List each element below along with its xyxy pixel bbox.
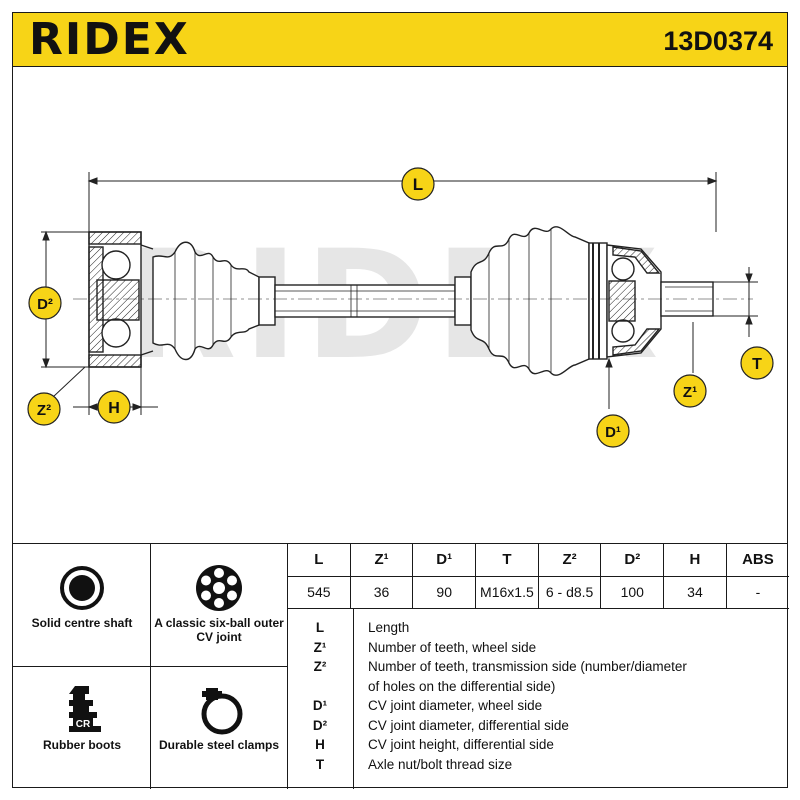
divider	[287, 544, 288, 789]
legend-item: Z² Number of teeth, transmission side (n…	[287, 657, 789, 677]
six-ball-cv-joint-icon	[196, 565, 242, 611]
legend-item: Z¹ Number of teeth, wheel side	[287, 638, 789, 658]
d2-dimension	[41, 230, 91, 369]
spec-value-cell: 100	[600, 575, 665, 609]
rubber-boot-icon: CR	[69, 686, 101, 732]
label-badge-H: H	[97, 390, 131, 424]
legend-item: D¹ CV joint diameter, wheel side	[287, 696, 789, 716]
feature-label: Solid centre shaft	[31, 616, 133, 630]
legend-description: Number of teeth, transmission side (numb…	[368, 659, 687, 674]
outer-boot	[454, 226, 608, 376]
brand-logo: RIDEX	[29, 14, 190, 65]
spec-value-cell: -	[725, 575, 789, 609]
spec-value-cell: 545	[287, 575, 351, 609]
spec-value-cell: 36	[349, 575, 414, 609]
label-badge-D2: D²	[28, 286, 62, 320]
label-badge-Z2: Z²	[27, 392, 61, 426]
outer-cv-joint	[606, 244, 714, 358]
spec-header-cell: ABS	[725, 544, 789, 577]
t-dimension	[713, 267, 758, 337]
spec-header-cell: L	[287, 544, 351, 577]
feature-label: Durable steel clamps	[158, 738, 280, 752]
feature-rubber-boots: CR Rubber boots	[13, 666, 151, 788]
feature-six-ball-joint: A classic six-ball outer CV joint	[150, 544, 288, 666]
divider	[13, 666, 287, 667]
legend-item: L Length	[287, 618, 789, 638]
label-L: L	[413, 175, 423, 194]
legend-symbol: H	[315, 737, 325, 752]
spec-header-cell: Z²	[537, 544, 602, 577]
steel-clamp-icon	[201, 688, 243, 735]
z1-d1-leaders	[605, 322, 694, 409]
spec-header-cell: D¹	[412, 544, 477, 577]
spec-value-cell: 34	[663, 575, 727, 609]
legend-symbol: Z¹	[313, 639, 327, 655]
label-badge-Z1: Z¹	[673, 374, 707, 408]
part-number: 13D0374	[663, 26, 773, 56]
legend-description: CV joint diameter, wheel side	[368, 698, 543, 713]
solid-shaft-icon	[60, 566, 104, 610]
label-T: T	[752, 356, 762, 373]
label-D1: D¹	[605, 424, 621, 441]
label-badge-L: L	[401, 167, 435, 201]
spec-header-cell: H	[663, 544, 727, 577]
spec-table: L Z¹ D¹ T Z² D² H ABS 545 36 90 M16x1.5 …	[287, 544, 789, 609]
legend-symbol: T	[315, 756, 325, 772]
spec-header-cell: T	[475, 544, 539, 577]
legend-symbol: Z²	[313, 659, 327, 674]
drive-shaft-drawing: RIDEX	[27, 167, 774, 448]
spec-value-cell: 90	[412, 575, 477, 609]
spec-header-cell: Z¹	[349, 544, 414, 577]
label-H: H	[108, 400, 120, 417]
legend-description: Axle nut/bolt thread size	[368, 756, 513, 772]
info-panel: Solid centre shaft A classic six-ball ou…	[12, 543, 789, 789]
spec-value-cell: M16x1.5	[475, 575, 539, 609]
header-bar: RIDEX 13D0374	[12, 12, 788, 67]
label-badge-T: T	[740, 346, 774, 380]
legend-symbol: L	[315, 620, 325, 635]
feature-label: A classic six-ball outer CV joint	[154, 616, 284, 644]
drive-shaft-diagram: RIDEX	[12, 67, 788, 543]
inner-boot	[152, 241, 276, 361]
spec-header-row: L Z¹ D¹ T Z² D² H ABS	[287, 544, 789, 577]
legend: L Length Z¹ Number of teeth, wheel side …	[287, 608, 789, 789]
legend-divider	[353, 608, 354, 789]
legend-item: D² CV joint diameter, differential side	[287, 716, 789, 736]
legend-description: CV joint diameter, differential side	[368, 717, 569, 733]
legend-description: CV joint height, differential side	[368, 737, 554, 752]
legend-item: H CV joint height, differential side	[287, 735, 789, 755]
feature-steel-clamps: Durable steel clamps	[150, 666, 288, 788]
legend-description: Length	[368, 620, 410, 635]
feature-label: Rubber boots	[43, 738, 121, 752]
legend-description: of holes on the differential side)	[368, 678, 556, 694]
label-D2: D²	[37, 296, 53, 313]
legend-description: Number of teeth, wheel side	[368, 639, 537, 655]
legend-symbol: D²	[312, 717, 328, 733]
inner-cv-joint	[88, 231, 154, 368]
cr-icon-text: CR	[76, 719, 91, 730]
legend-symbol: D¹	[312, 698, 328, 713]
spec-header-cell: D²	[600, 544, 665, 577]
feature-solid-shaft: Solid centre shaft	[13, 544, 151, 666]
spec-value-cell: 6 - d8.5	[537, 575, 602, 609]
legend-item: of holes on the differential side)	[287, 677, 789, 697]
label-Z1: Z¹	[683, 384, 697, 401]
spec-value-row: 545 36 90 M16x1.5 6 - d8.5 100 34 -	[287, 575, 789, 609]
centre-shaft	[274, 284, 456, 318]
legend-item: T Axle nut/bolt thread size	[287, 755, 789, 775]
label-badge-D1: D¹	[596, 414, 630, 448]
label-Z2: Z²	[37, 402, 51, 419]
